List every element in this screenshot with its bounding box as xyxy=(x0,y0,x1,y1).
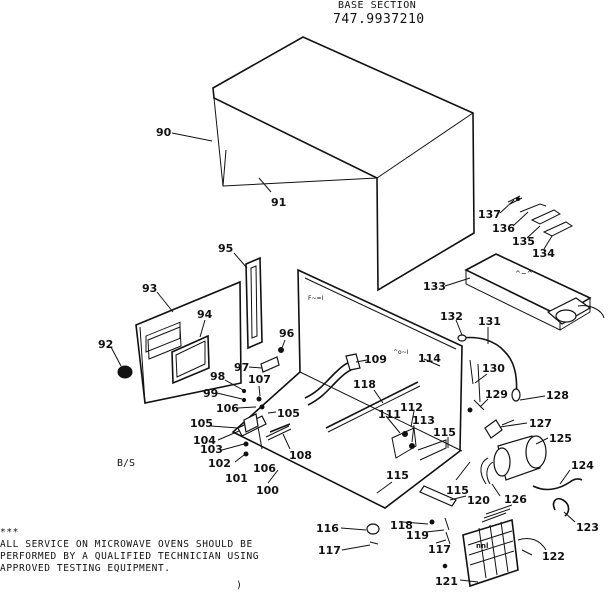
knob-92 xyxy=(117,365,133,379)
callout-label: 136 xyxy=(492,222,515,235)
callout-label: 132 xyxy=(440,310,463,323)
svg-text:^o~I: ^o~I xyxy=(393,349,409,356)
callout-label: 100 xyxy=(256,484,279,497)
callout-label: 126 xyxy=(504,493,527,506)
latch-assembly xyxy=(237,388,292,457)
fuse-harness xyxy=(457,334,521,413)
bar-120 xyxy=(419,485,457,507)
callout-label: 121 xyxy=(435,575,458,588)
callout-label: 107 xyxy=(248,373,271,386)
callout-label: 115 xyxy=(386,469,409,482)
callout-label: 117 xyxy=(428,543,451,556)
callout-label: 102 xyxy=(208,457,231,470)
callout-label: 137 xyxy=(478,208,501,221)
callout-label: 99 xyxy=(203,387,218,400)
page-mark: ) xyxy=(236,580,243,591)
leader-lines xyxy=(110,132,576,583)
tube-109 xyxy=(304,353,361,406)
callout-label: 105 xyxy=(190,417,213,430)
callout-label: 133 xyxy=(423,280,446,293)
callout-label: 101 xyxy=(225,472,248,485)
svg-text:^~^: ^~^ xyxy=(515,270,533,278)
plate-111 xyxy=(391,427,447,461)
notice-line: APPROVED TESTING EQUIPMENT. xyxy=(0,563,171,574)
callout-label: 103 xyxy=(200,443,223,456)
callout-label: 111 xyxy=(378,408,401,421)
callout-label: 124 xyxy=(571,459,594,472)
base-pan: F~=I ^o~I xyxy=(231,268,463,509)
svg-text:F~=I: F~=I xyxy=(308,295,324,302)
magnetron-133: ^~^ xyxy=(464,253,605,331)
switch-97 xyxy=(260,347,284,373)
rod-118 xyxy=(325,381,421,433)
callout-label: 97 xyxy=(234,361,249,374)
callout-label: 91 xyxy=(271,196,286,209)
callout-label: 94 xyxy=(197,308,213,321)
callout-label: 116 xyxy=(316,522,339,535)
fan-motor-125 xyxy=(480,435,547,485)
callout-label: 106 xyxy=(253,462,276,475)
callout-label: 135 xyxy=(512,235,535,248)
callout-label: 127 xyxy=(529,417,552,430)
callout-label: 109 xyxy=(364,353,387,366)
callout-label: 128 xyxy=(546,389,569,402)
svg-text:nnl: nnl xyxy=(476,542,488,550)
callout-label: 125 xyxy=(549,432,572,445)
callout-label: 113 xyxy=(412,414,435,427)
callout-label: 90 xyxy=(156,126,172,139)
callout-label: 112 xyxy=(400,401,423,414)
model-number: 747.9937210 xyxy=(333,12,425,27)
transformer-122: nnl xyxy=(462,504,547,588)
diode-127 xyxy=(484,419,515,439)
callout-label: 118 xyxy=(390,519,413,532)
callout-label: 93 xyxy=(142,282,157,295)
outer-cabinet xyxy=(212,36,475,292)
section-title: BASE SECTION xyxy=(338,0,417,11)
service-notice: *** ALL SERVICE ON MICROWAVE OVENS SHOUL… xyxy=(0,527,259,575)
notice-line: ALL SERVICE ON MICROWAVE OVENS SHOULD BE xyxy=(0,539,253,550)
callout-label: 95 xyxy=(218,242,233,255)
control-panel xyxy=(135,280,242,404)
notice-line: PERFORMED BY A QUALIFIED TECHNICIAN USIN… xyxy=(0,551,260,562)
callout-label: 123 xyxy=(576,521,599,534)
callout-label: 120 xyxy=(467,494,490,507)
small-parts-134-137 xyxy=(507,195,573,237)
callout-label: 118 xyxy=(353,378,376,391)
callout-labels: 90 91 95 93 94 92 96 97 107 98 99 106 10… xyxy=(98,126,599,588)
callout-label: 122 xyxy=(542,550,565,563)
callout-label: 115 xyxy=(446,484,469,497)
notice-line: *** xyxy=(0,527,19,538)
callout-label: 129 xyxy=(485,388,508,401)
callout-label: 104 xyxy=(193,434,216,447)
callout-label: 96 xyxy=(279,327,295,340)
callout-label: 106 xyxy=(216,402,239,415)
callout-label: 134 xyxy=(532,247,555,260)
wire-124 xyxy=(532,478,583,517)
side-note: B/S xyxy=(117,458,136,469)
bracket-95 xyxy=(245,256,263,350)
callout-label: 92 xyxy=(98,338,113,351)
callout-label: 115 xyxy=(433,426,456,439)
callout-label: 114 xyxy=(418,352,441,365)
callout-label: 108 xyxy=(289,449,312,462)
callout-label: 98 xyxy=(210,370,225,383)
callout-label: 117 xyxy=(318,544,341,557)
callout-label: 119 xyxy=(406,529,429,542)
callout-label: 131 xyxy=(478,315,501,328)
callout-label: 130 xyxy=(482,362,505,375)
fasteners xyxy=(366,517,451,569)
callout-label: 105 xyxy=(277,407,300,420)
